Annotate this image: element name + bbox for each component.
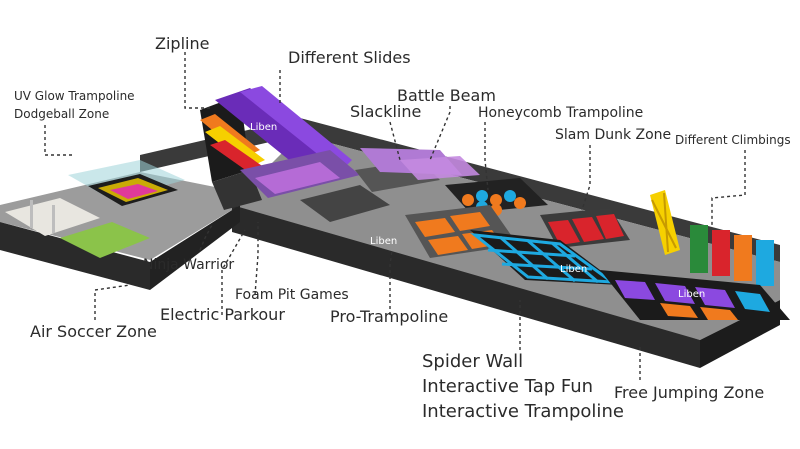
slide-purple-light (240, 86, 352, 172)
watermark-text: Liben (370, 236, 397, 247)
label-ninja-warrior: Ninja Warrior (143, 257, 235, 273)
pro-trampoline-mat (428, 236, 468, 255)
uv-glow-inner (110, 184, 158, 199)
pro-trampoline-mat (415, 218, 455, 237)
left-wing-corner (150, 205, 240, 290)
label-battle-beam: Battle Beam (397, 86, 496, 105)
climbing-tower-strut (663, 192, 669, 253)
left-wing-floor (0, 172, 240, 260)
honeycomb-cell (476, 190, 488, 202)
label-slam-dunk-zone: Slam Dunk Zone (555, 127, 672, 143)
slide-tower-front (212, 170, 262, 210)
label-uv-glow-trampoline: UV Glow Trampoline (14, 89, 135, 103)
pro-trampoline-mat (450, 212, 490, 231)
free-jumping-zone (600, 270, 790, 320)
label-different-climbings: Different Climbings (675, 133, 791, 147)
free-jump-mats (615, 280, 735, 308)
label-interactive-trampoline: Interactive Trampoline (422, 401, 624, 422)
foam-pit-blocks (255, 162, 340, 194)
label-air-soccer-zone: Air Soccer Zone (30, 322, 157, 341)
climbing-wall (734, 235, 752, 281)
label-electric-parkour: Electric Parkour (160, 305, 285, 324)
watermark-text: Liben (560, 264, 587, 275)
free-jump-mats-blue (735, 291, 770, 312)
label-pro-trampoline: Pro-Trampoline (330, 307, 449, 326)
left-wall (0, 222, 150, 290)
label-foam-pit-games: Foam Pit Games (235, 287, 349, 303)
air-soccer-field (60, 222, 150, 258)
honeycomb-cell (462, 194, 474, 206)
honeycomb-cell (514, 197, 526, 209)
honeycomb-cell (504, 190, 516, 202)
climbing-tower-strut (651, 199, 677, 249)
label-dodgeball-zone: Dodgeball Zone (14, 107, 110, 121)
watermark-text: Liben (250, 122, 277, 133)
free-jump-mats-orange (660, 303, 738, 320)
label-slackline: Slackline (350, 102, 422, 121)
honeycomb-cell (490, 194, 502, 206)
air-soccer-divider (52, 205, 55, 233)
label-different-slides: Different Slides (288, 48, 411, 67)
air-soccer-divider (30, 200, 33, 228)
watermark-text: Liben (678, 289, 705, 300)
label-honeycomb-trampoline: Honeycomb Trampoline (478, 105, 644, 121)
slackline-pit (400, 156, 480, 180)
label-spider-wall: Spider Wall (422, 351, 524, 372)
front-wall (232, 205, 700, 368)
slam-dunk-lane (572, 217, 604, 242)
slam-dunk-lane (596, 214, 624, 239)
slam-dunk-lane (548, 220, 580, 245)
leader-lines (44, 52, 746, 380)
label-interactive-tap-fun: Interactive Tap Fun (422, 376, 594, 397)
parkour-platform (300, 185, 390, 222)
climbing-wall (756, 240, 774, 286)
climbing-wall (712, 230, 730, 276)
climbing-wall (690, 225, 708, 273)
label-zipline: Zipline (155, 34, 210, 53)
slide-yellow (205, 126, 265, 167)
label-free-jumping-zone: Free Jumping Zone (614, 383, 765, 402)
